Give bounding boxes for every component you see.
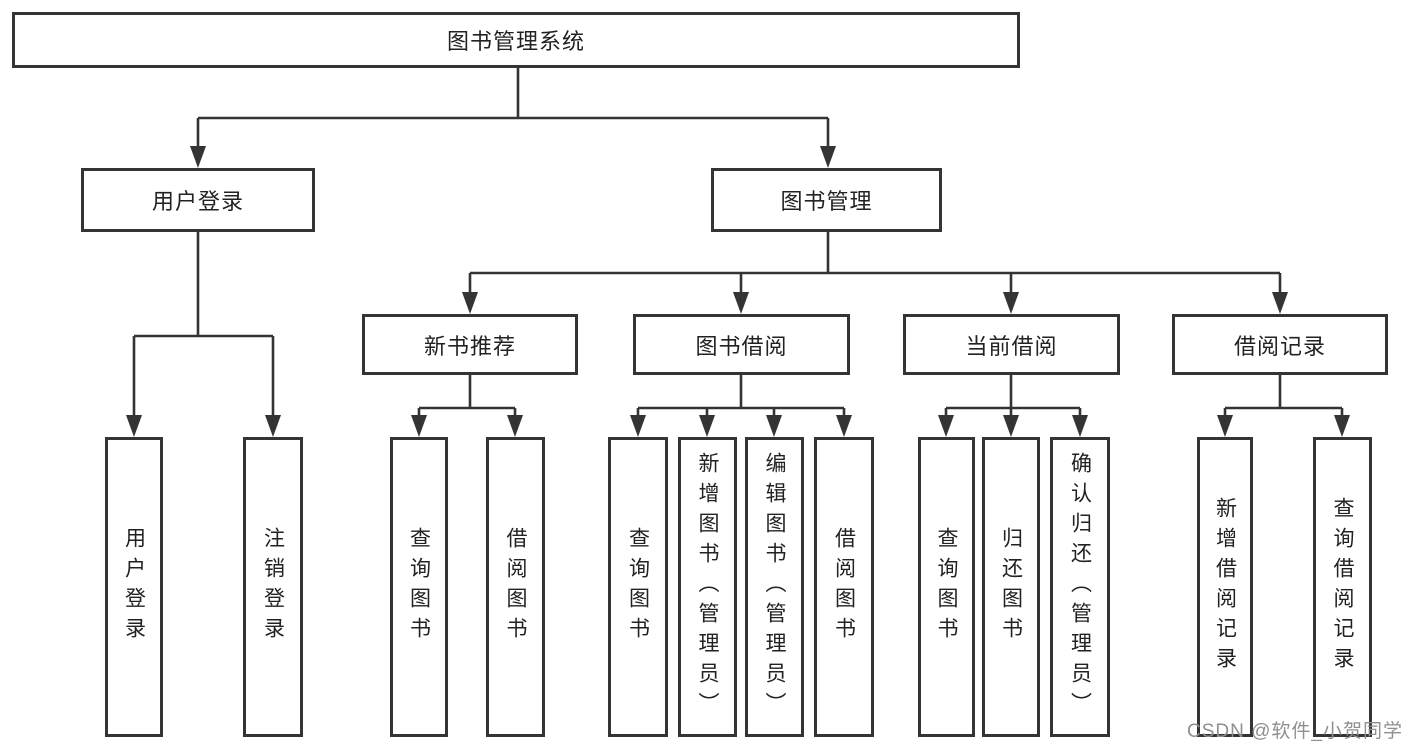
node-label: 查询图书 — [626, 527, 650, 647]
node-leaf-add-books-admin: 新增图书（管理员） — [678, 437, 737, 737]
node-borrow-records: 借阅记录 — [1172, 314, 1388, 375]
node-label: 当前借阅 — [965, 333, 1058, 359]
node-label: 查询借阅记录 — [1331, 497, 1354, 677]
node-label: 新增图书（管理员） — [696, 452, 719, 722]
connector-records-to-leaves — [1217, 375, 1350, 437]
node-root-system: 图书管理系统 — [12, 12, 1020, 68]
node-label: 图书管理系统 — [446, 29, 585, 54]
node-current-borrow: 当前借阅 — [903, 314, 1120, 375]
node-label: 编辑图书（管理员） — [763, 452, 786, 722]
node-label: 用户登录 — [151, 189, 244, 214]
node-label: 查询图书 — [935, 527, 958, 647]
node-label: 借阅图书 — [832, 527, 856, 647]
node-leaf-query-books-3: 查询图书 — [918, 437, 975, 737]
connector-login-to-leaves — [126, 232, 281, 437]
node-label: 新书推荐 — [423, 333, 516, 359]
node-leaf-borrow-books-1: 借阅图书 — [486, 437, 545, 737]
csdn-watermark: CSDN @软件_小贺同学 — [1187, 721, 1403, 742]
node-leaf-return-books: 归还图书 — [982, 437, 1040, 737]
node-label: 确认归还（管理员） — [1068, 452, 1092, 722]
connector-newrec-to-leaves — [411, 375, 523, 437]
node-book-borrow: 图书借阅 — [633, 314, 850, 375]
node-book-management: 图书管理 — [711, 168, 942, 232]
node-user-login: 用户登录 — [81, 168, 315, 232]
node-label: 用户登录 — [122, 527, 146, 647]
node-leaf-logout: 注销登录 — [243, 437, 303, 737]
node-label: 新增借阅记录 — [1213, 497, 1237, 677]
connector-borrow-to-leaves — [630, 375, 852, 437]
node-leaf-query-books-2: 查询图书 — [608, 437, 668, 737]
node-leaf-query-borrow-record: 查询借阅记录 — [1313, 437, 1372, 737]
node-label: 借阅图书 — [504, 527, 527, 647]
connector-root-to-level2 — [190, 68, 836, 168]
node-leaf-query-books-1: 查询图书 — [390, 437, 448, 737]
connector-current-to-leaves — [938, 375, 1088, 437]
node-label: 图书借阅 — [695, 333, 788, 359]
node-label: 归还图书 — [999, 527, 1023, 647]
connector-mgmt-to-level3 — [462, 232, 1288, 314]
node-label: 借阅记录 — [1233, 333, 1326, 359]
node-label: 查询图书 — [407, 527, 431, 647]
node-leaf-user-login: 用户登录 — [105, 437, 163, 737]
node-label: 注销登录 — [261, 527, 285, 647]
node-leaf-borrow-books-2: 借阅图书 — [814, 437, 874, 737]
node-label: 图书管理 — [780, 189, 873, 214]
node-leaf-confirm-return-admin: 确认归还（管理员） — [1050, 437, 1110, 737]
node-leaf-add-borrow-record: 新增借阅记录 — [1197, 437, 1253, 737]
node-leaf-edit-books-admin: 编辑图书（管理员） — [745, 437, 804, 737]
node-new-book-recommend: 新书推荐 — [362, 314, 578, 375]
